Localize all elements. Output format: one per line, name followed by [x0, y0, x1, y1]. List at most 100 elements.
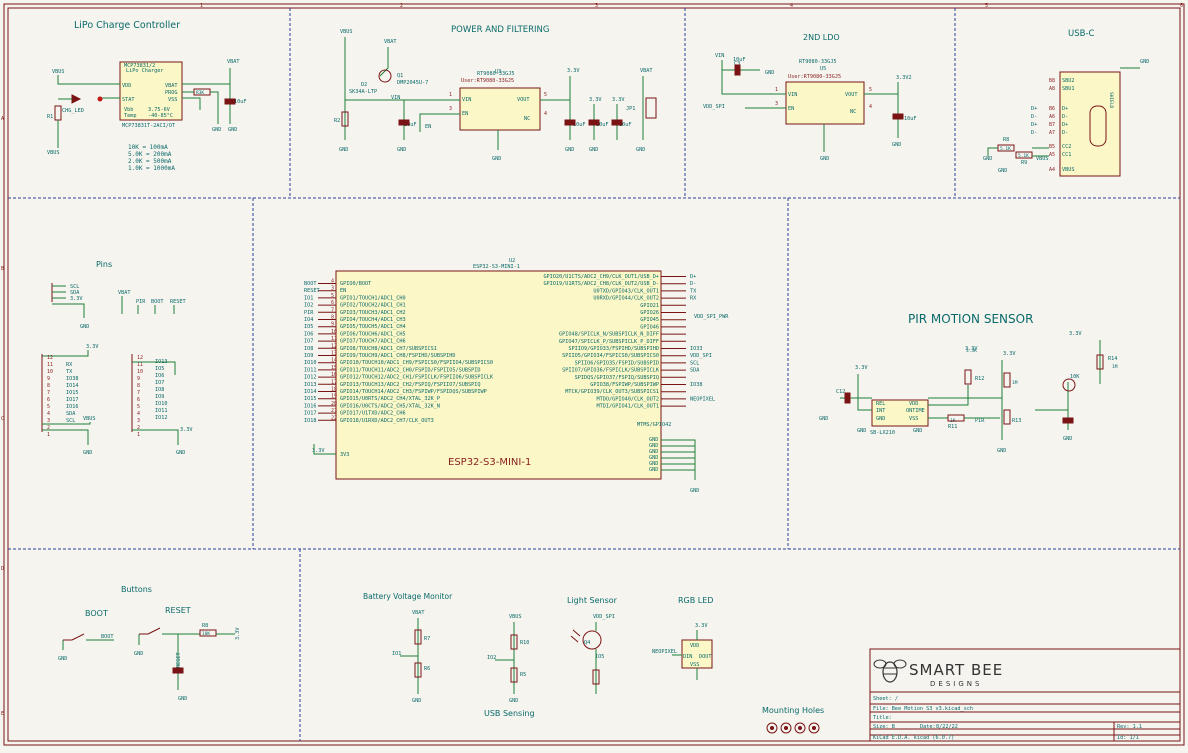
usbc-net-dp-2: D+	[1031, 122, 1037, 128]
j1-33v: 3.3V	[70, 296, 83, 302]
esp-left-pin-num: 20	[331, 401, 337, 407]
esp-right-pin-label: SPIIO5/GPIO34/FSPICS0/SUBSPICS0	[562, 353, 659, 359]
usbc-pin-dp1: D+	[1062, 106, 1068, 112]
u5-pin-nc: NC	[850, 109, 856, 115]
u3-pin-num-3: 3	[449, 106, 452, 112]
esp-right-pin-label: GPIO21	[640, 303, 659, 309]
pir-r-ref-4: R14	[1108, 356, 1117, 362]
col-ref-1: 1	[200, 3, 203, 9]
pins-reset: RESET	[170, 299, 186, 305]
btn-boot-title: BOOT	[85, 609, 108, 618]
esp-left-pin-num: 8	[331, 315, 334, 321]
col-ref-6: 6	[1180, 3, 1183, 9]
esp-left-pin-num: 22	[331, 415, 337, 421]
pins-section-title: Pins	[96, 260, 112, 269]
esp-name: ESP32-S3-MINI-1	[448, 457, 531, 468]
mcp-vbb-value: 3.75-6V	[148, 107, 170, 113]
esp-left-net: IO6	[304, 331, 313, 337]
reset-r-ref: R8	[202, 623, 208, 629]
esp-left-pin-label: GPIO17/U1TXD/ADC2_CH6	[340, 411, 406, 417]
esp-left-pin-label: GPIO7/TOUCH7/ADC1_CH6	[340, 339, 406, 345]
usb-sensing-title: USB Sensing	[484, 709, 535, 718]
hr-io8: IO8	[155, 387, 164, 393]
logo-smart-bee: SMART BEE	[909, 661, 1003, 679]
pwr-gnd-3: GND	[492, 156, 501, 162]
usbc-r-ref-2: R9	[1021, 160, 1027, 166]
hr-num-11: 11	[137, 362, 143, 368]
pwr-q-part: DMP2045U-7	[397, 80, 428, 86]
esp-right-pin-label: GPIO46	[640, 324, 659, 330]
usbc-net-dp: D+	[1031, 106, 1037, 112]
u5-out-net: 3.3V2	[896, 75, 912, 81]
col-ref-4: 4	[790, 3, 793, 9]
hl-num-1: 1	[47, 432, 50, 438]
esp-left-net: IO14	[304, 389, 317, 395]
usbc-r-ref-1: R8	[1003, 137, 1009, 143]
pwr-q-ref: Q1	[397, 73, 403, 79]
pwr-net-vbus: VBUS	[340, 29, 353, 35]
pins-boot: BOOT	[151, 299, 164, 305]
esp-left-pin-label: GPIO8/TOUCH8/ADC1_CH7/SUBSPICS1	[340, 346, 437, 352]
esp-gnd-pins: GND GND GND GND GND GND	[649, 437, 696, 480]
rgb-33v: 3.3V	[695, 623, 708, 629]
u3-pin-vin: VIN	[462, 97, 471, 103]
pwr-en-label: EN	[425, 124, 431, 130]
usbc-shield: SHIELD	[1108, 92, 1114, 109]
u5-pin-num-1: 1	[775, 87, 778, 93]
col-ref-2: 2	[400, 3, 403, 9]
esp-left-pin-num: 19	[331, 394, 337, 400]
ldo2-cap-ref: C3	[734, 61, 740, 67]
hl-tx: TX	[66, 369, 73, 375]
mounting-holes-title: Mounting Holes	[762, 706, 824, 715]
u3-part: RT9080-33GJ5	[477, 71, 514, 77]
hr-io6: IO6	[155, 373, 164, 379]
pwr-cap-3: 10uF	[596, 122, 609, 128]
sheet-border	[3, 3, 1185, 746]
pwr-net-vbat-2: VBAT	[640, 68, 653, 74]
u5-part: RT9080-33GJ5	[799, 59, 836, 65]
pwr-gnd-5: GND	[589, 147, 598, 153]
rgb-vss: VSS	[690, 662, 699, 668]
esp-right-pin-label: SPIIO6/GPIO35/FSPID/SUBSPID	[575, 360, 659, 366]
tb-date-val: 8/22/22	[936, 724, 958, 730]
esp-left-net: IO4	[304, 317, 313, 323]
hl-gnd: GND	[83, 450, 92, 456]
u3-regulator	[459, 87, 541, 131]
net-gnd-b: GND	[228, 127, 237, 133]
esp-ref: U2	[509, 258, 515, 264]
u5-out-cap: 10uF	[904, 116, 917, 122]
tb-tool: KiCad E.D.A. kicad (6.0.7)	[873, 735, 954, 741]
usbc-pin-dm1: D-	[1062, 114, 1068, 120]
usbc-pin-dp2: D+	[1062, 122, 1068, 128]
esp-left-pin-num: 12	[331, 343, 337, 349]
pir-pot: 10K	[1070, 374, 1080, 380]
usbc-num-a8: A8	[1049, 86, 1055, 92]
pwr-gnd-4: GND	[565, 147, 574, 153]
pir-cap-ref: C12	[836, 389, 845, 395]
pir-r-val-4: 1M	[1112, 364, 1118, 370]
reset-33v: 3.3V	[235, 628, 241, 641]
svg-text:GND: GND	[649, 443, 658, 449]
esp-right-pin-label: U0RXD/GPIO44/CLK_OUT2	[593, 296, 659, 302]
usb-sensing-block: VBUS IO2 GND R10 R5	[487, 614, 529, 704]
hr-io7: IO7	[155, 380, 164, 386]
buttons-section-title: Buttons	[121, 585, 152, 594]
esp-part-top: ESP32-S3-MINI-1	[473, 264, 520, 270]
prog-table-row-2: 5.0K = 200mA	[128, 151, 172, 158]
u5-cap-gnd: GND	[892, 142, 901, 148]
mcp-vbb-label: Vbb	[124, 107, 133, 113]
esp-left-pin-num: 11	[331, 336, 337, 342]
net-vbat: VBAT	[227, 59, 240, 65]
pir-r-ref-3: R13	[1012, 418, 1021, 424]
esp-right-net: NEOPIXEL	[690, 396, 715, 402]
hl-io16: IO16	[66, 404, 79, 410]
esp-left-pin-label: GPIO11/TOUCH11/ADC2_CH0/FSPID/FSPIIO5/SU…	[340, 367, 481, 373]
rgb-neopixel-net: NEOPIXEL	[652, 649, 677, 655]
esp-left-pin-num: 6	[331, 300, 334, 306]
mcp-chip-ref: MCP73831/2	[124, 63, 155, 69]
j1-scl: SCL	[70, 284, 79, 290]
pir-gnd-3: GND	[913, 428, 922, 434]
esp-left-pin-num: 16	[331, 372, 337, 378]
light-section-title: Light Sensor	[567, 596, 618, 605]
header-j1	[51, 283, 85, 318]
